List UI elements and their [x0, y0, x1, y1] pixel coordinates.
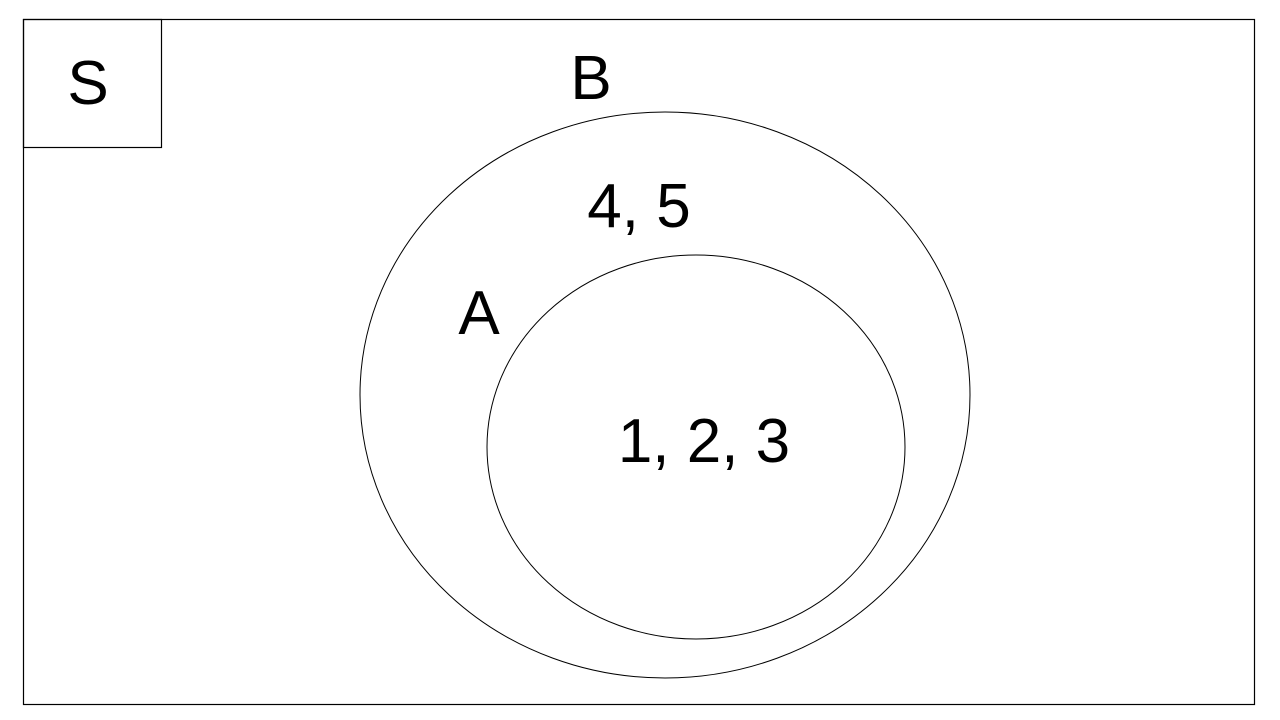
set-b-only-elements: 4, 5 [587, 172, 690, 241]
set-a-elements: 1, 2, 3 [618, 407, 790, 476]
set-b-label: B [570, 44, 611, 113]
set-b-ellipse [359, 111, 971, 679]
set-a-label: A [458, 279, 500, 348]
universal-set-boundary [22, 18, 1256, 706]
set-a-ellipse [486, 254, 906, 640]
universal-set-label-box [22, 18, 163, 149]
universal-set-label: S [67, 49, 108, 118]
